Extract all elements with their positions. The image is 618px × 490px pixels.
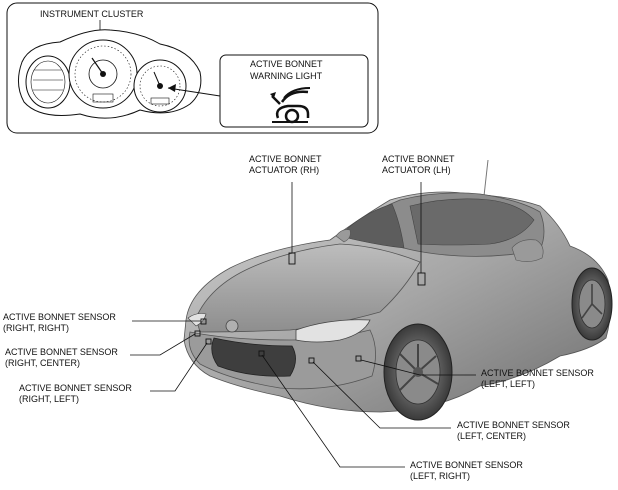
sensor-lr-marker [258,350,265,357]
leader-sensor-rl [150,342,208,392]
label-sensor-left-right: ACTIVE BONNET SENSOR (LEFT, RIGHT) [410,460,523,482]
label-sensor-ll-line2: (LEFT, LEFT) [481,379,536,389]
antenna [483,159,489,197]
sensor-rr-marker [200,318,207,325]
label-sensor-rr-line2: (RIGHT, RIGHT) [3,323,69,333]
label-sensor-rl-line1: ACTIVE BONNET SENSOR [19,383,132,393]
label-sensor-ll-line1: ACTIVE BONNET SENSOR [481,368,594,378]
label-sensor-rr-line1: ACTIVE BONNET SENSOR [3,312,116,322]
label-sensor-left-left: ACTIVE BONNET SENSOR (LEFT, LEFT) [481,368,594,390]
center-tachometer [68,39,138,109]
label-sensor-lr-line1: ACTIVE BONNET SENSOR [410,460,523,470]
label-sensor-left-center: ACTIVE BONNET SENSOR (LEFT, CENTER) [457,420,570,442]
label-sensor-lc-line2: (LEFT, CENTER) [457,431,527,441]
callout-arrow-head [168,84,176,92]
label-sensor-lr-line2: (LEFT, RIGHT) [410,471,470,481]
label-actuator-rh-line1: ACTIVE BONNET [249,154,322,164]
leader-sensor-lc [312,361,451,429]
instrument-cluster-panel: INSTRUMENT CLUSTER [6,2,379,134]
label-actuator-lh-line2: ACTUATOR (LH) [382,165,451,175]
callout-arrow-line [167,87,221,97]
left-gauge [25,55,71,109]
car-hood [195,243,421,333]
front-grille [211,337,296,377]
sensor-rl-marker [205,338,212,345]
sensor-rc-marker [194,330,201,337]
leader-sensor-lr [261,354,405,468]
label-actuator-rh-line2: ACTUATOR (RH) [249,165,320,175]
leader-sensor-rc [130,333,196,356]
label-sensor-rc-line2: (RIGHT, CENTER) [5,358,80,368]
sensor-ll-marker [355,355,362,362]
label-actuator-lh: ACTIVE BONNET ACTUATOR (LH) [382,154,455,176]
actuator-lh-marker [417,272,426,286]
headlight-right [187,313,207,327]
label-sensor-lc-line1: ACTIVE BONNET SENSOR [457,420,570,430]
cluster-title: INSTRUMENT CLUSTER [40,9,144,19]
emblem [225,319,239,333]
component-markers [194,252,426,364]
car-illustration [183,159,613,421]
sensor-lc-marker [308,357,315,364]
label-sensor-right-center: ACTIVE BONNET SENSOR (RIGHT, CENTER) [5,347,118,369]
label-actuator-rh: ACTIVE BONNET ACTUATOR (RH) [249,154,322,176]
label-sensor-right-left: ACTIVE BONNET SENSOR (RIGHT, LEFT) [19,383,132,405]
label-sensor-rl-line2: (RIGHT, LEFT) [19,394,79,404]
label-sensor-right-right: ACTIVE BONNET SENSOR (RIGHT, RIGHT) [3,312,116,334]
headlight-left [295,319,371,343]
side-mirror-rh [335,229,351,243]
active-bonnet-warning-icon [270,87,311,124]
car-windshield [339,203,405,249]
car-side-window [409,198,535,246]
label-actuator-lh-line1: ACTIVE BONNET [382,154,455,164]
side-mirror [511,239,544,262]
leader-sensor-ll [360,359,476,376]
callout-line2: WARNING LIGHT [250,71,323,81]
callout-line1: ACTIVE BONNET [250,59,323,69]
leader-lines [130,182,476,468]
label-sensor-rc-line1: ACTIVE BONNET SENSOR [5,347,118,357]
right-gauge [133,59,187,113]
